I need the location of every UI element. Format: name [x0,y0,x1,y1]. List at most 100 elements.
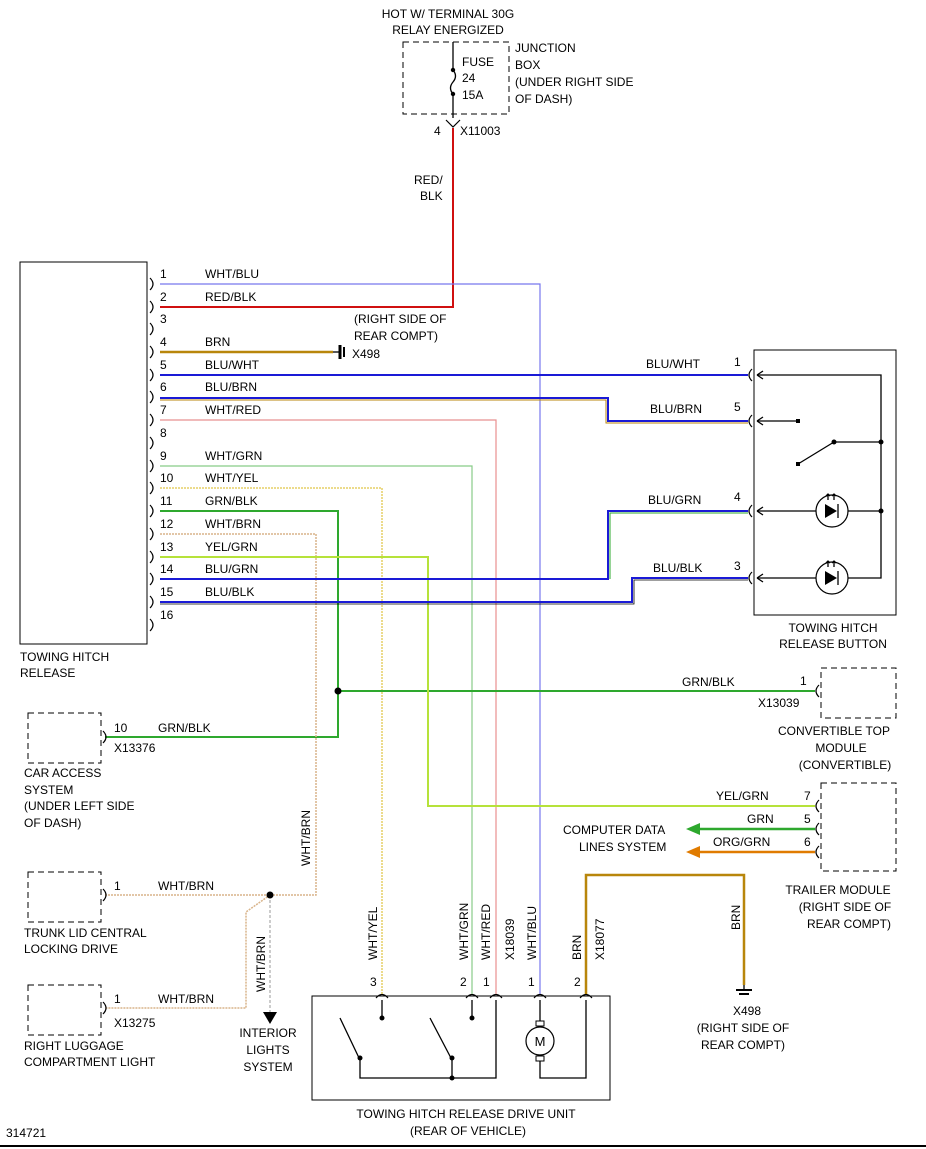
wire-blu-grn [160,510,748,580]
pin-num-11: 11 [160,494,173,508]
drive-switch-icon-2 [429,1017,453,1061]
trailer-label-1: TRAILER MODULE [785,883,890,897]
fuse-rating: 15A [462,88,483,102]
drive-unit-box [311,995,611,1101]
wire-wht-blu [160,283,541,994]
convertible-top-bracket [815,684,820,698]
trailer-wire-7: YEL/GRN [716,789,769,803]
button-connector-brackets [748,368,753,585]
pin-num-6: 6 [160,380,167,394]
trailer-wire-6: ORG/GRN [713,835,770,849]
button-bus-dot-1 [878,439,884,445]
pin-num-8: 8 [160,426,167,440]
car-access-label-1: CAR ACCESS [24,766,101,780]
pin-wire-11: GRN/BLK [205,494,258,508]
trunk-lid-box [27,871,102,923]
pin-wire-2: RED/BLK [205,290,256,304]
ground-bottom-note-2: REAR COMPT) [701,1038,785,1052]
trailer-pin-5: 5 [804,812,811,826]
fuse-connector-id: X11003 [460,124,501,138]
trailer-pin-7: 7 [804,789,811,803]
drive-pin-1b: 1 [528,975,535,989]
wire-blu-brn-stripe [160,399,748,424]
car-access-label-3: (UNDER LEFT SIDE [24,799,134,813]
source-label-1: HOT W/ TERMINAL 30G [382,7,514,21]
wire-blu-blk-stripe [160,579,748,605]
pin-wire-15: BLU/BLK [205,585,254,599]
car-access-bracket [102,730,107,744]
fuse-connector-pin: 4 [434,124,441,138]
interior-lights-label-2: LIGHTS [246,1043,289,1057]
button-pin-5: 5 [734,400,741,414]
drive-switch2-dot [469,1015,475,1021]
release-button-box [753,349,897,616]
motor-return [539,1000,587,1079]
interior-lights-label-3: SYSTEM [243,1060,292,1074]
fuse-number: 24 [462,71,476,85]
pin-num-5: 5 [160,358,167,372]
junction-box-label-1: JUNCTION [515,41,576,55]
wire-red-blk [160,128,454,308]
wire-wht-grn [160,465,473,994]
release-pins: 1 WHT/BLU 2 RED/BLK 3 4 BRN 5 BLU/WHT 6 … [160,267,262,622]
luggage-light-label-1: RIGHT LUGGAGE [24,1039,124,1053]
motor-brush-bottom [535,1055,545,1062]
pin-wire-14: BLU/GRN [205,562,258,576]
figure-id: 314721 [6,1126,46,1140]
pin-num-7: 7 [160,403,167,417]
pin-wire-1: WHT/BLU [205,267,259,281]
button-pin-arrows [756,370,764,583]
interior-lights-arrow-icon [263,1012,277,1024]
x18077-label: X18077 [593,918,607,960]
fuse-label: FUSE [462,55,494,69]
source-label-2: RELAY ENERGIZED [392,23,504,37]
motor-label: M [535,1034,546,1049]
drive-unit-brackets [375,993,593,999]
trailer-module-box [820,782,897,872]
pin-wire-6: BLU/BRN [205,380,257,394]
release-button-label-1: TOWING HITCH [788,621,877,635]
convertible-connector: X13039 [758,696,800,710]
wire-wht-yel [160,487,383,994]
pin-num-9: 9 [160,449,167,463]
drive-pin-1a: 1 [483,975,490,989]
trailer-label-2: (RIGHT SIDE OF [799,900,891,914]
trunk-lid-label-2: LOCKING DRIVE [24,942,118,956]
ground-bottom-id: X498 [733,1004,761,1018]
pin-wire-13: YEL/GRN [205,540,258,554]
ground-top-id: X498 [352,347,380,361]
pin-wire-4: BRN [205,335,230,349]
luggage-light-connector: X13275 [114,1016,156,1030]
trailer-label-3: REAR COMPT) [807,917,891,931]
wire-grn-blk [105,510,339,738]
wht-blu-label: WHT/BLU [525,906,539,960]
led-2-triangle [825,571,837,585]
pin-num-15: 15 [160,585,174,599]
wht-brn-upper-label: WHT/BRN [299,810,313,866]
pin-num-14: 14 [160,562,174,576]
towing-hitch-release-box [19,261,148,645]
pin-num-10: 10 [160,471,174,485]
luggage-light-bracket [102,1001,107,1015]
ground-top-note-1: (RIGHT SIDE OF [354,312,446,326]
car-access-label-2: SYSTEM [24,783,73,797]
trunk-lid-wire: WHT/BRN [158,879,214,893]
wht-red-label: WHT/RED [479,904,493,960]
wht-grn-label: WHT/GRN [457,903,471,960]
release-button-label-2: RELEASE BUTTON [779,637,887,651]
luggage-light-wire: WHT/BRN [158,992,214,1006]
button-wire-5: BLU/BRN [650,402,702,416]
wire-wht-brn-luggage [105,894,271,1009]
wire-blu-grn-stripe [609,512,748,579]
drive-pin-3: 3 [370,975,377,989]
led-1-triangle [825,504,837,518]
pin-wire-5: BLU/WHT [205,358,260,372]
button-pin-4: 4 [734,490,741,504]
car-access-connector: X13376 [114,741,156,755]
x18039-label: X18039 [503,918,517,960]
drive-pin-2b: 2 [574,975,581,989]
button-pin-3: 3 [734,559,741,573]
pin-num-4: 4 [160,335,167,349]
fuse-dot-top [450,67,456,73]
